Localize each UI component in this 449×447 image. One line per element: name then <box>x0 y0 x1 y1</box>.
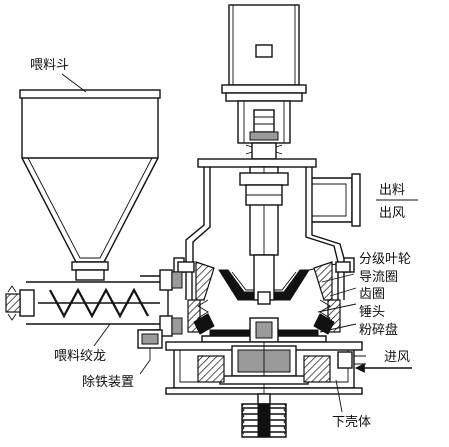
label-hammer-head: 锤头 <box>359 305 385 320</box>
motor-flange <box>221 84 307 94</box>
label-grinding-disc: 粉碎盘 <box>359 322 398 338</box>
label-guide-ring: 导流圈 <box>359 270 398 285</box>
drive-pulley <box>241 393 287 438</box>
label-air-in: 进风 <box>384 350 410 365</box>
motor-terminal-box <box>255 44 273 58</box>
guide-ring-left <box>195 261 215 301</box>
air-inlet <box>337 351 412 373</box>
motor <box>221 4 307 102</box>
lower-shell <box>165 341 363 413</box>
outlet-duct <box>312 173 418 227</box>
top-flange <box>197 158 317 168</box>
feed-hopper <box>19 73 161 281</box>
shaft-coupling <box>253 109 275 133</box>
label-air-out: 出风 <box>379 206 405 221</box>
hopper-rim <box>19 89 161 99</box>
iron-remover <box>137 329 163 375</box>
label-discharge: 出料 <box>379 183 405 198</box>
label-iron-remover: 除铁装置 <box>82 375 134 390</box>
label-lower-shell: 下壳体 <box>332 415 371 430</box>
label-classifier-wheel: 分级叶轮 <box>359 252 411 267</box>
label-feed-hopper: 喂料斗 <box>30 58 69 73</box>
feed-drive-sprocket <box>5 293 21 313</box>
label-gear-ring: 齿圈 <box>359 287 385 302</box>
guide-ring-right <box>313 261 333 301</box>
label-feed-screw: 喂料绞龙 <box>54 348 106 364</box>
outlet-flange <box>351 173 361 227</box>
upper-shaft-housing <box>197 100 317 168</box>
hammer-head-left <box>193 313 215 335</box>
